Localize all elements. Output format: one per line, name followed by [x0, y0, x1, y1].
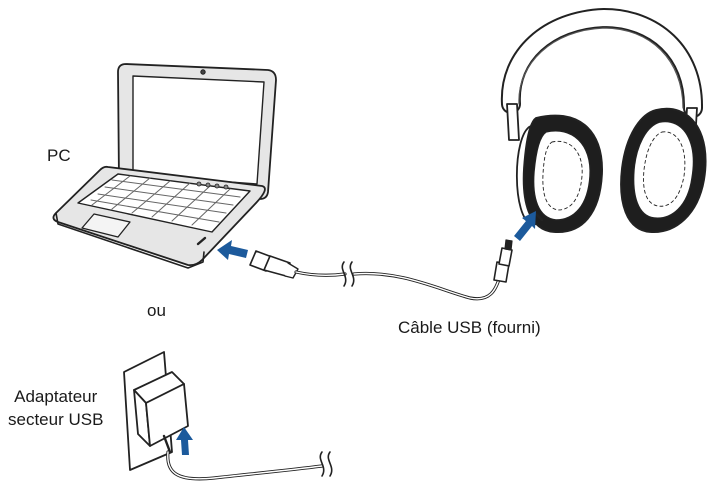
arrow-to-headphones-icon: [514, 211, 536, 241]
pc-label: PC: [47, 146, 71, 165]
usb-cable-icon: [249, 239, 513, 301]
arrow-to-laptop-icon: [217, 240, 248, 260]
headphones-icon: [500, 8, 707, 233]
usb-cable-label: Câble USB (fourni): [398, 318, 541, 337]
or-label: ou: [147, 301, 166, 320]
usb-power-adapter-icon: [123, 351, 333, 481]
usb-adapter-label-line1: Adaptateur: [14, 387, 98, 406]
arrow-to-adapter-icon: [176, 427, 193, 455]
usb-adapter-label-line2: secteur USB: [8, 410, 104, 429]
usb-adapter-label: Adaptateur secteur USB: [8, 385, 103, 431]
laptop-icon: [52, 63, 277, 269]
